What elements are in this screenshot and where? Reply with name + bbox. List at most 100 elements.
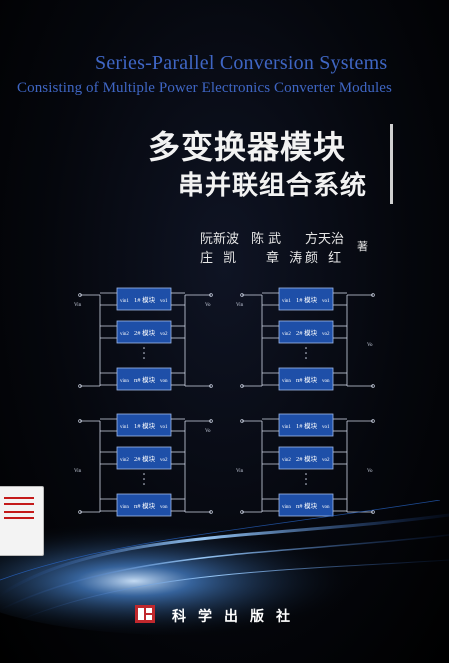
converter-module bbox=[116, 367, 172, 391]
light-swirl bbox=[0, 500, 449, 635]
terminal bbox=[209, 419, 213, 423]
chinese-title-line-1: 多变换器模块 bbox=[148, 128, 347, 166]
terminal bbox=[240, 510, 244, 514]
converter-module bbox=[116, 413, 172, 437]
module-input-label: vin2 bbox=[120, 458, 129, 463]
ellipsis-dot bbox=[143, 478, 145, 480]
converter-module bbox=[116, 320, 172, 344]
ellipsis-dot bbox=[305, 473, 307, 475]
module-output-label: von bbox=[322, 505, 330, 510]
converter-module bbox=[116, 446, 172, 470]
module-output-label: vo1 bbox=[160, 425, 168, 430]
chinese-title-line-2: 串并联组合系统 bbox=[178, 171, 368, 201]
english-title-line-1: Series-Parallel Conversion Systems bbox=[95, 52, 388, 74]
author-5: 章 涛 bbox=[266, 251, 306, 266]
module-output-label: vo1 bbox=[322, 425, 330, 430]
converter-module bbox=[278, 446, 334, 470]
input-terminal-label: Vin bbox=[236, 469, 244, 474]
module-label: n# 模块 bbox=[134, 501, 156, 510]
module-input-label: vinn bbox=[282, 505, 291, 510]
module-output-label: vo2 bbox=[322, 458, 330, 463]
module-output-label: vo2 bbox=[160, 332, 168, 337]
converter-module bbox=[278, 367, 334, 391]
title-divider bbox=[390, 124, 393, 204]
terminal bbox=[371, 384, 375, 388]
module-output-label: von bbox=[160, 505, 168, 510]
author-3: 方天治 bbox=[305, 232, 345, 247]
module-input-label: vin1 bbox=[120, 299, 129, 304]
ellipsis-dot bbox=[305, 352, 307, 354]
module-label: 1# 模块 bbox=[134, 295, 156, 304]
terminal bbox=[78, 510, 82, 514]
module-input-label: vinn bbox=[282, 379, 291, 384]
ellipsis-dot bbox=[143, 483, 145, 485]
ellipsis-dot bbox=[305, 478, 307, 480]
terminal bbox=[78, 384, 82, 388]
converter-module bbox=[278, 413, 334, 437]
author-2: 陈 武 bbox=[251, 232, 282, 247]
ellipsis-dot bbox=[305, 483, 307, 485]
module-label: 1# 模块 bbox=[296, 295, 318, 304]
module-output-label: vo1 bbox=[322, 299, 330, 304]
module-input-label: vin1 bbox=[282, 299, 291, 304]
author-6: 颜 红 bbox=[305, 251, 345, 266]
converter-module bbox=[116, 287, 172, 311]
terminal bbox=[371, 419, 375, 423]
module-output-label: vo2 bbox=[160, 458, 168, 463]
terminal bbox=[371, 510, 375, 514]
input-terminal-label: Vin bbox=[74, 303, 82, 308]
author-4: 庄 凯 bbox=[200, 251, 240, 266]
module-label: n# 模块 bbox=[134, 375, 156, 384]
english-title-line-2: Consisting of Multiple Power Electronics… bbox=[17, 80, 392, 96]
terminal bbox=[240, 293, 244, 297]
module-input-label: vin2 bbox=[120, 332, 129, 337]
ellipsis-dot bbox=[143, 347, 145, 349]
module-label: 2# 模块 bbox=[296, 454, 318, 463]
output-terminal-label: Vo bbox=[205, 429, 211, 434]
converter-module bbox=[278, 287, 334, 311]
module-label: 1# 模块 bbox=[296, 421, 318, 430]
terminal bbox=[371, 293, 375, 297]
output-terminal-label: Vo bbox=[367, 469, 373, 474]
library-label bbox=[0, 486, 44, 556]
terminal bbox=[209, 293, 213, 297]
ellipsis-dot bbox=[143, 473, 145, 475]
module-label: 2# 模块 bbox=[134, 454, 156, 463]
terminal bbox=[78, 293, 82, 297]
input-terminal-label: Vin bbox=[236, 303, 244, 308]
terminal bbox=[240, 384, 244, 388]
module-input-label: vin1 bbox=[282, 425, 291, 430]
author-role: 著 bbox=[357, 240, 368, 253]
module-label: 2# 模块 bbox=[134, 328, 156, 337]
ellipsis-dot bbox=[143, 357, 145, 359]
converter-module bbox=[278, 493, 334, 517]
terminal bbox=[209, 384, 213, 388]
ellipsis-dot bbox=[305, 347, 307, 349]
module-label: n# 模块 bbox=[296, 501, 318, 510]
module-label: 2# 模块 bbox=[296, 328, 318, 337]
module-input-label: vin2 bbox=[282, 332, 291, 337]
author-1: 阮新波 bbox=[200, 232, 240, 247]
module-output-label: vo1 bbox=[160, 299, 168, 304]
module-label: n# 模块 bbox=[296, 375, 318, 384]
input-terminal-label: Vin bbox=[74, 469, 82, 474]
publisher-name: 科学出版社 bbox=[172, 609, 302, 625]
terminal bbox=[78, 419, 82, 423]
module-output-label: von bbox=[322, 379, 330, 384]
module-label: 1# 模块 bbox=[134, 421, 156, 430]
ellipsis-dot bbox=[305, 357, 307, 359]
module-input-label: vin1 bbox=[120, 425, 129, 430]
output-terminal-label: Vo bbox=[205, 303, 211, 308]
module-input-label: vinn bbox=[120, 379, 129, 384]
publisher-logo-icon bbox=[135, 605, 155, 623]
terminal bbox=[209, 510, 213, 514]
output-terminal-label: Vo bbox=[367, 343, 373, 348]
converter-module bbox=[278, 320, 334, 344]
module-input-label: vinn bbox=[120, 505, 129, 510]
module-output-label: von bbox=[160, 379, 168, 384]
module-output-label: vo2 bbox=[322, 332, 330, 337]
terminal bbox=[240, 419, 244, 423]
ellipsis-dot bbox=[143, 352, 145, 354]
